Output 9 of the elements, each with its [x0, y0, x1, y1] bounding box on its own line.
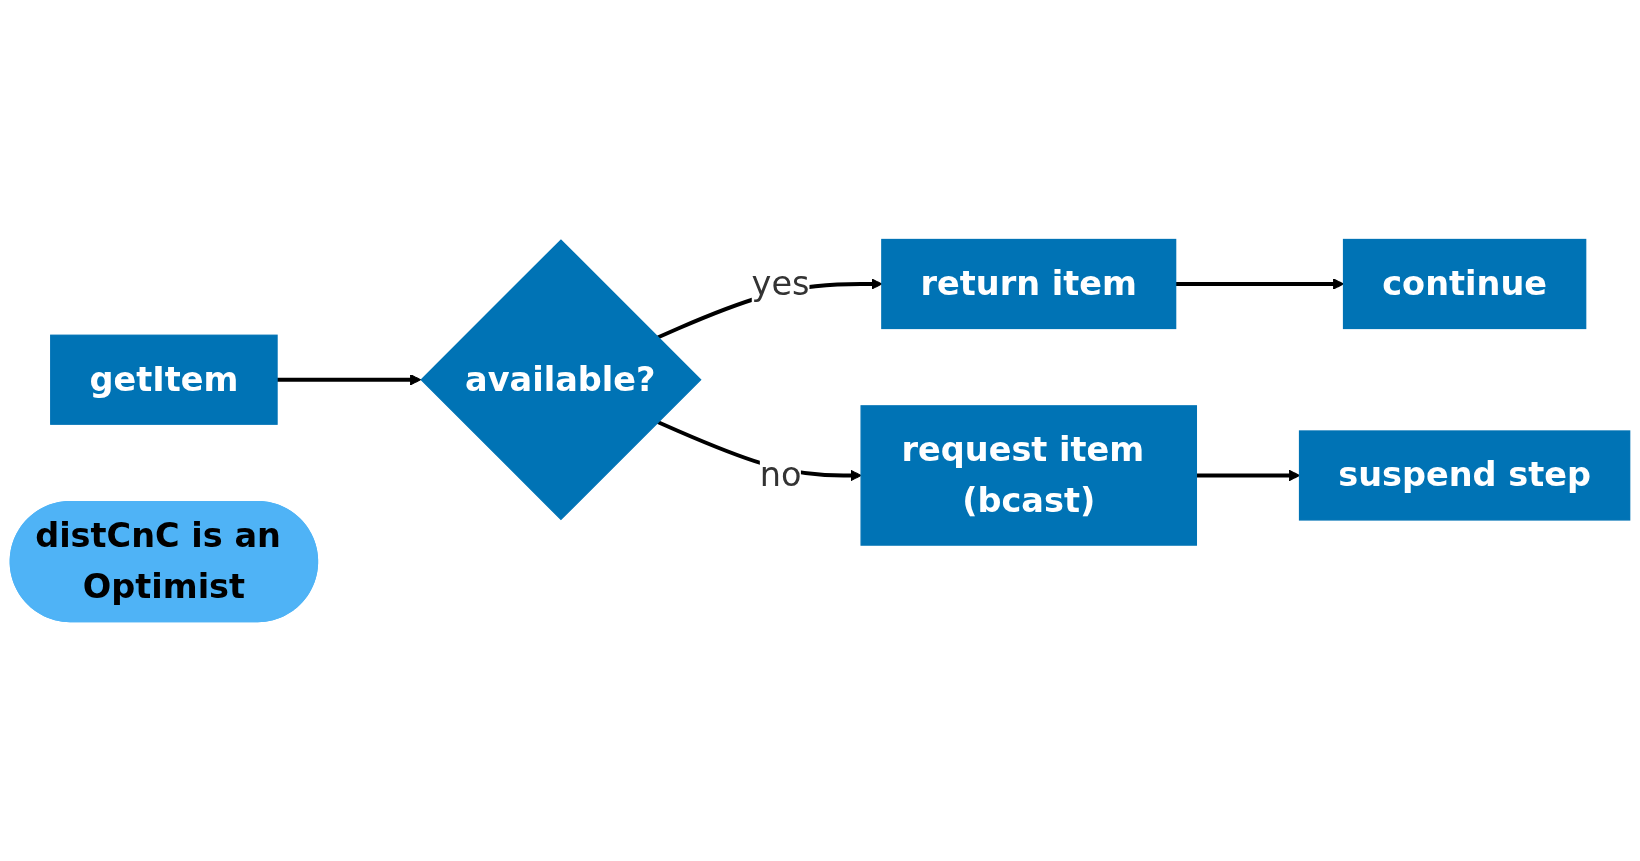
node-box: getItem: [50, 334, 278, 425]
edge-label: no: [759, 455, 802, 495]
node-box: request item (bcast): [860, 405, 1198, 546]
node-box: return item: [881, 238, 1177, 330]
node-diamond: available?: [420, 239, 702, 521]
node-box: continue: [1342, 238, 1587, 330]
node-box: suspend step: [1298, 430, 1631, 521]
edge-label: yes: [751, 264, 810, 303]
arrow: [277, 374, 422, 386]
